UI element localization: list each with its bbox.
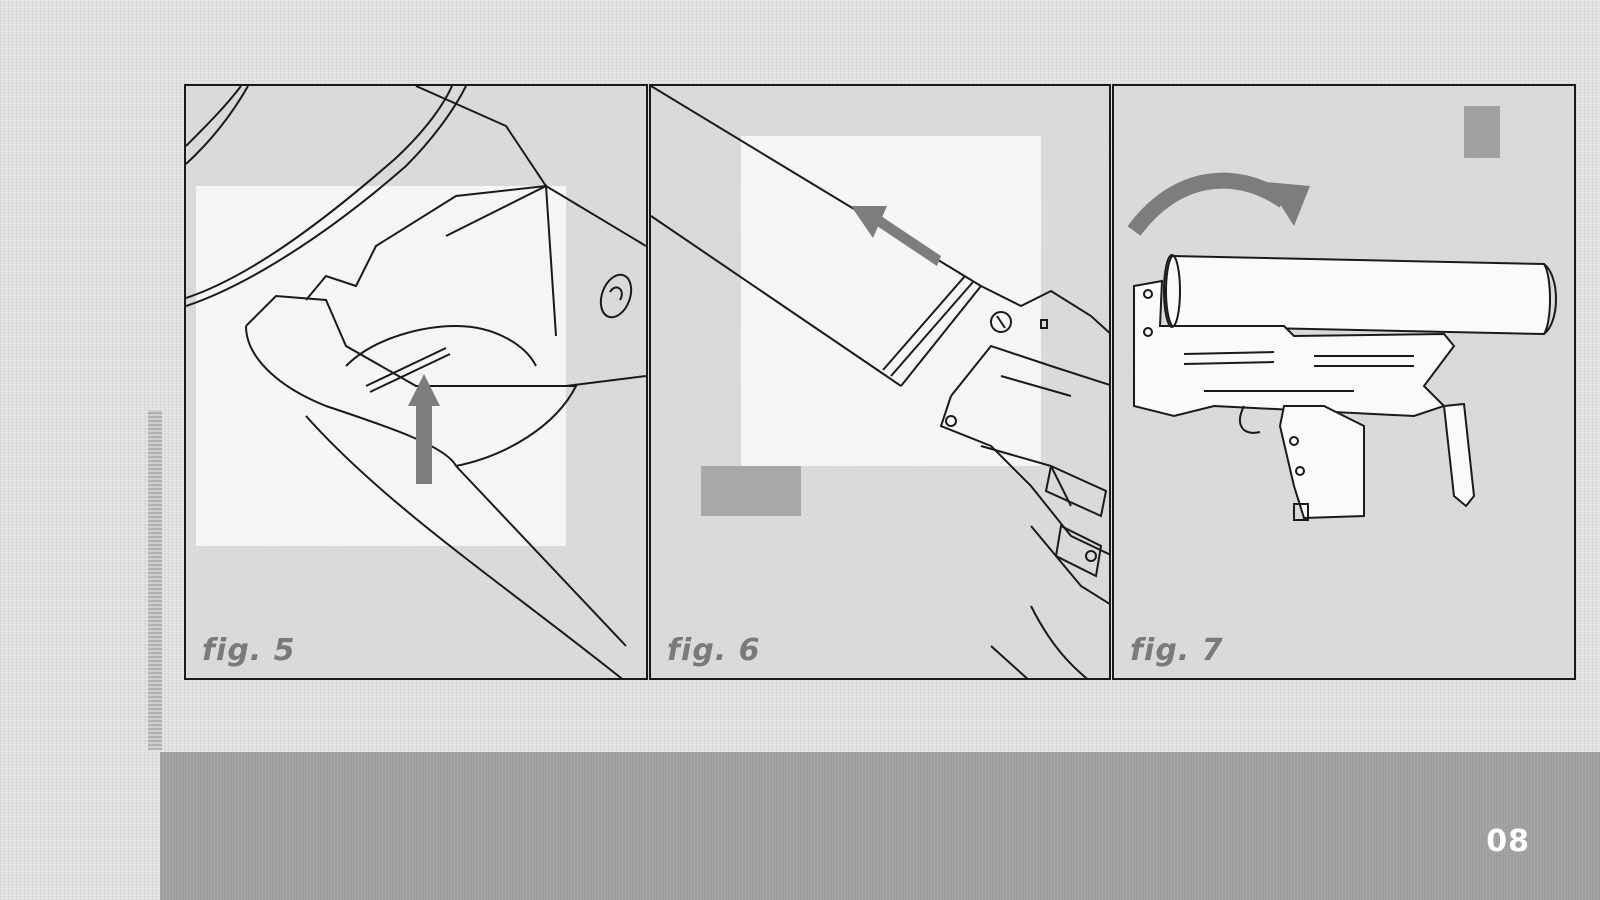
figure-7-label: fig. 7: [1130, 633, 1224, 668]
figure-6-panel: fig. 6: [649, 84, 1111, 680]
up-arrow-icon: [408, 374, 440, 484]
rotate-arrow-icon: [1127, 172, 1289, 236]
figure-7-panel: fig. 7: [1112, 84, 1576, 680]
figure-6-label: fig. 6: [667, 633, 761, 668]
figure-5-label: fig. 5: [202, 633, 296, 668]
left-edge-strip: [148, 410, 162, 750]
up-left-arrow-icon: [851, 206, 941, 266]
figure-6-illustration: [651, 86, 1109, 678]
figure-5-illustration: [186, 86, 646, 678]
figure-7-illustration: [1127, 106, 1557, 521]
page-number: 08: [1486, 824, 1530, 859]
figure-5-panel: fig. 5: [184, 84, 648, 680]
footer-band: 08: [160, 752, 1600, 900]
